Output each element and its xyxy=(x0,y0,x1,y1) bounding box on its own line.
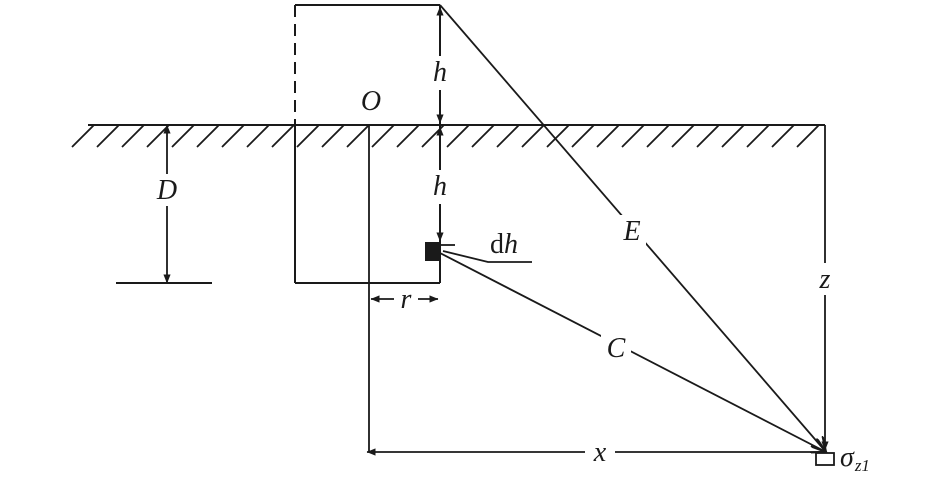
hatch-mark xyxy=(696,124,720,148)
label-distance-c: C xyxy=(607,333,626,364)
hatch-mark xyxy=(746,124,770,148)
hatch-mark xyxy=(621,124,645,148)
hatch-mark xyxy=(196,124,220,148)
label-origin: O xyxy=(361,86,381,117)
label-element: dh xyxy=(490,229,518,260)
hatch-mark xyxy=(321,124,345,148)
element-leader xyxy=(442,250,532,263)
hatch-mark xyxy=(171,124,195,148)
hatch-mark xyxy=(271,124,295,148)
hatch-mark xyxy=(121,124,145,148)
hatch-mark xyxy=(596,124,620,148)
hatch-mark xyxy=(796,124,820,148)
hatch-mark xyxy=(671,124,695,148)
hatch-mark xyxy=(396,124,420,148)
radius-dimension: r xyxy=(370,284,439,316)
depth-dimension: D xyxy=(116,124,212,284)
hatch-mark xyxy=(221,124,245,148)
label-radius: r xyxy=(401,284,412,315)
hatch-mark xyxy=(71,124,95,148)
hatch-mark xyxy=(96,124,120,148)
label-vertical-z: z xyxy=(819,264,831,295)
hatch-mark xyxy=(546,124,570,148)
hatch-mark xyxy=(771,124,795,148)
stress-point-square xyxy=(815,452,835,466)
line-c xyxy=(439,252,826,452)
label-horizontal-x: x xyxy=(593,437,607,468)
label-height-below: h xyxy=(433,171,447,202)
ground-surface xyxy=(71,124,825,148)
hatch-mark xyxy=(146,124,170,148)
hatch-mark xyxy=(521,124,545,148)
label-stress: σz1 xyxy=(840,442,870,475)
pile-body xyxy=(294,125,441,284)
hatch-mark xyxy=(496,124,520,148)
ground-hatching xyxy=(71,124,820,148)
hatch-mark xyxy=(446,124,470,148)
load-element: dh xyxy=(425,229,532,263)
hatch-mark xyxy=(721,124,745,148)
label-depth: D xyxy=(156,175,177,206)
label-height-above: h xyxy=(433,57,447,88)
hatch-mark xyxy=(246,124,270,148)
height-dimensions: h h xyxy=(428,6,452,242)
label-distance-e: E xyxy=(622,216,640,247)
hatch-mark xyxy=(571,124,595,148)
hatch-mark xyxy=(296,124,320,148)
hatch-mark xyxy=(371,124,395,148)
hatch-mark xyxy=(646,124,670,148)
element-square xyxy=(425,242,440,261)
hatch-mark xyxy=(471,124,495,148)
hatch-mark xyxy=(346,124,370,148)
